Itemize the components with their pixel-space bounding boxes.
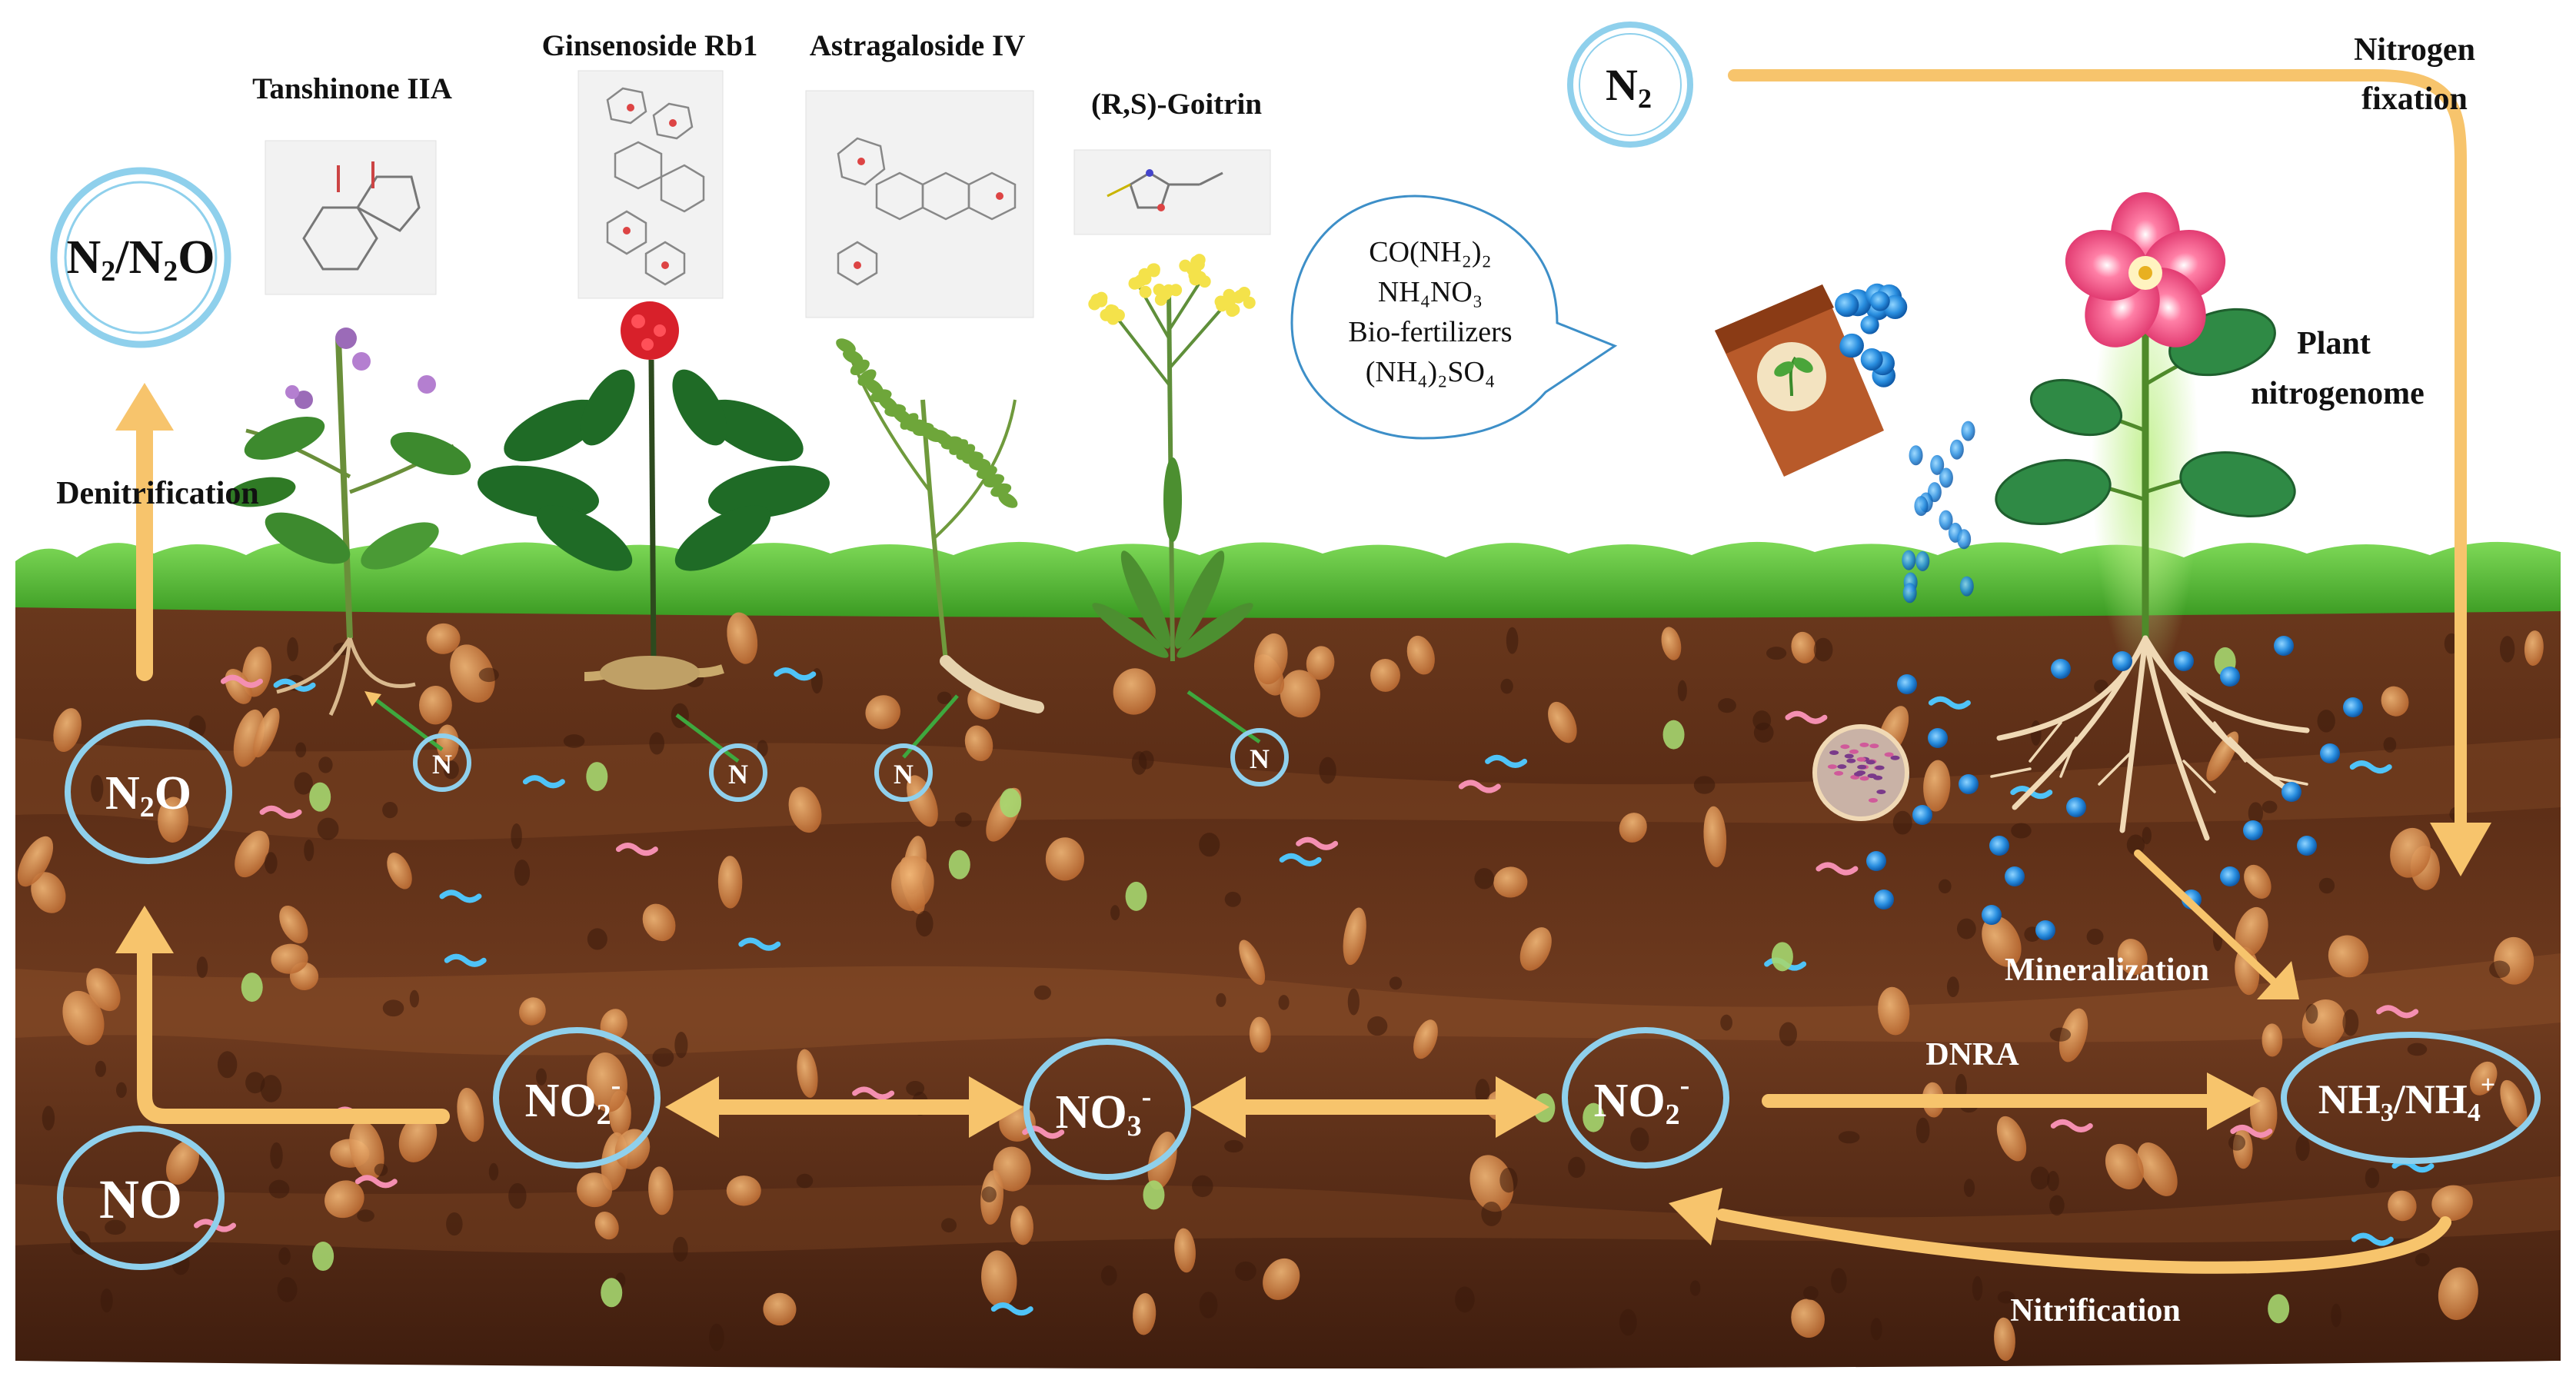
astragaloside-structure [805, 90, 1034, 318]
fertilizer-ammonium-nitrate: NH₄NO₃ [1378, 276, 1483, 308]
n-marker-4: N [1186, 690, 1289, 786]
isatis-plant [1088, 254, 1256, 662]
species-no3: NO3- [1023, 1039, 1191, 1180]
svg-text:NO2-: NO2- [525, 1069, 621, 1131]
svg-text:N: N [432, 749, 452, 780]
svg-text:NO2-: NO2- [1594, 1069, 1690, 1131]
species-no: NO [57, 1126, 225, 1270]
species-n2: N2 [1567, 22, 1693, 148]
species-n2o: N2O [65, 720, 232, 864]
tanshinone-structure [265, 140, 437, 295]
falling-granules [1902, 421, 1975, 604]
label-goitrin: (R,S)-Goitrin [1091, 88, 1262, 121]
svg-text:N2: N2 [1606, 60, 1652, 114]
svg-text:NO3-: NO3- [1056, 1081, 1152, 1142]
svg-text:NO: NO [99, 1169, 182, 1230]
svg-text:N: N [894, 759, 914, 790]
fertilizer-urea: CO(NH₂)₂ [1369, 236, 1491, 268]
astragalus-plant [836, 338, 1044, 713]
svg-text:NH3/NH4+: NH3/NH4+ [2318, 1071, 2495, 1127]
label-tanshinone: Tanshinone IIA [252, 72, 452, 105]
svg-text:N: N [1250, 743, 1270, 774]
label-denitrification: Denitrification [56, 476, 259, 511]
label-dnra: DNRA [1925, 1037, 2019, 1072]
n-marker-2: N [675, 713, 767, 802]
n-marker-3: N [874, 694, 959, 802]
process-arrows [115, 69, 2491, 1274]
fertilizer-bubble: CO(NH₂)₂ NH₄NO₃ Bio-fertilizers (NH₄)₂SO… [1290, 195, 1618, 440]
fertilizer-bio: Bio-fertilizers [1348, 316, 1512, 348]
label-nitrification: Nitrification [2010, 1293, 2181, 1328]
ginsenoside-structure [577, 70, 724, 299]
soil-pebbles [17, 612, 2544, 1362]
svg-text:N2O: N2O [105, 767, 191, 823]
species-no2-right: NO2- [1562, 1027, 1729, 1169]
label-plant-nitrogenome-2: nitrogenome [2251, 376, 2425, 411]
species-no2-left: NO2- [493, 1027, 661, 1169]
microbe-colony-icon [1812, 724, 1909, 821]
fertilizer-bag-icon [1715, 283, 1908, 477]
n-marker-1: N [364, 690, 471, 792]
fertilizer-ammonium-sulfate: (NH₄)₂SO₄ [1366, 356, 1496, 388]
species-n2-n2o: N2/N2O [50, 167, 231, 348]
label-nitrogen-fixation-1: Nitrogen [2354, 32, 2475, 68]
label-plant-nitrogenome-1: Plant [2297, 326, 2371, 361]
label-mineralization: Mineralization [2005, 953, 2209, 988]
label-nitrogen-fixation-2: fixation [2361, 81, 2468, 117]
label-astragaloside: Astragaloside IV [810, 29, 1026, 62]
n-markers: N N N N [364, 690, 1289, 802]
species-nh3-nh4: NH3/NH4+ [2281, 1032, 2541, 1164]
ginseng-plant [478, 301, 830, 690]
label-ginsenoside: Ginsenoside Rb1 [542, 29, 758, 62]
svg-text:N: N [728, 759, 748, 790]
salvia-plant [227, 328, 471, 717]
flowering-plant [1990, 192, 2310, 841]
goitrin-structure [1073, 149, 1271, 235]
svg-text:N2/N2O: N2/N2O [66, 231, 215, 288]
